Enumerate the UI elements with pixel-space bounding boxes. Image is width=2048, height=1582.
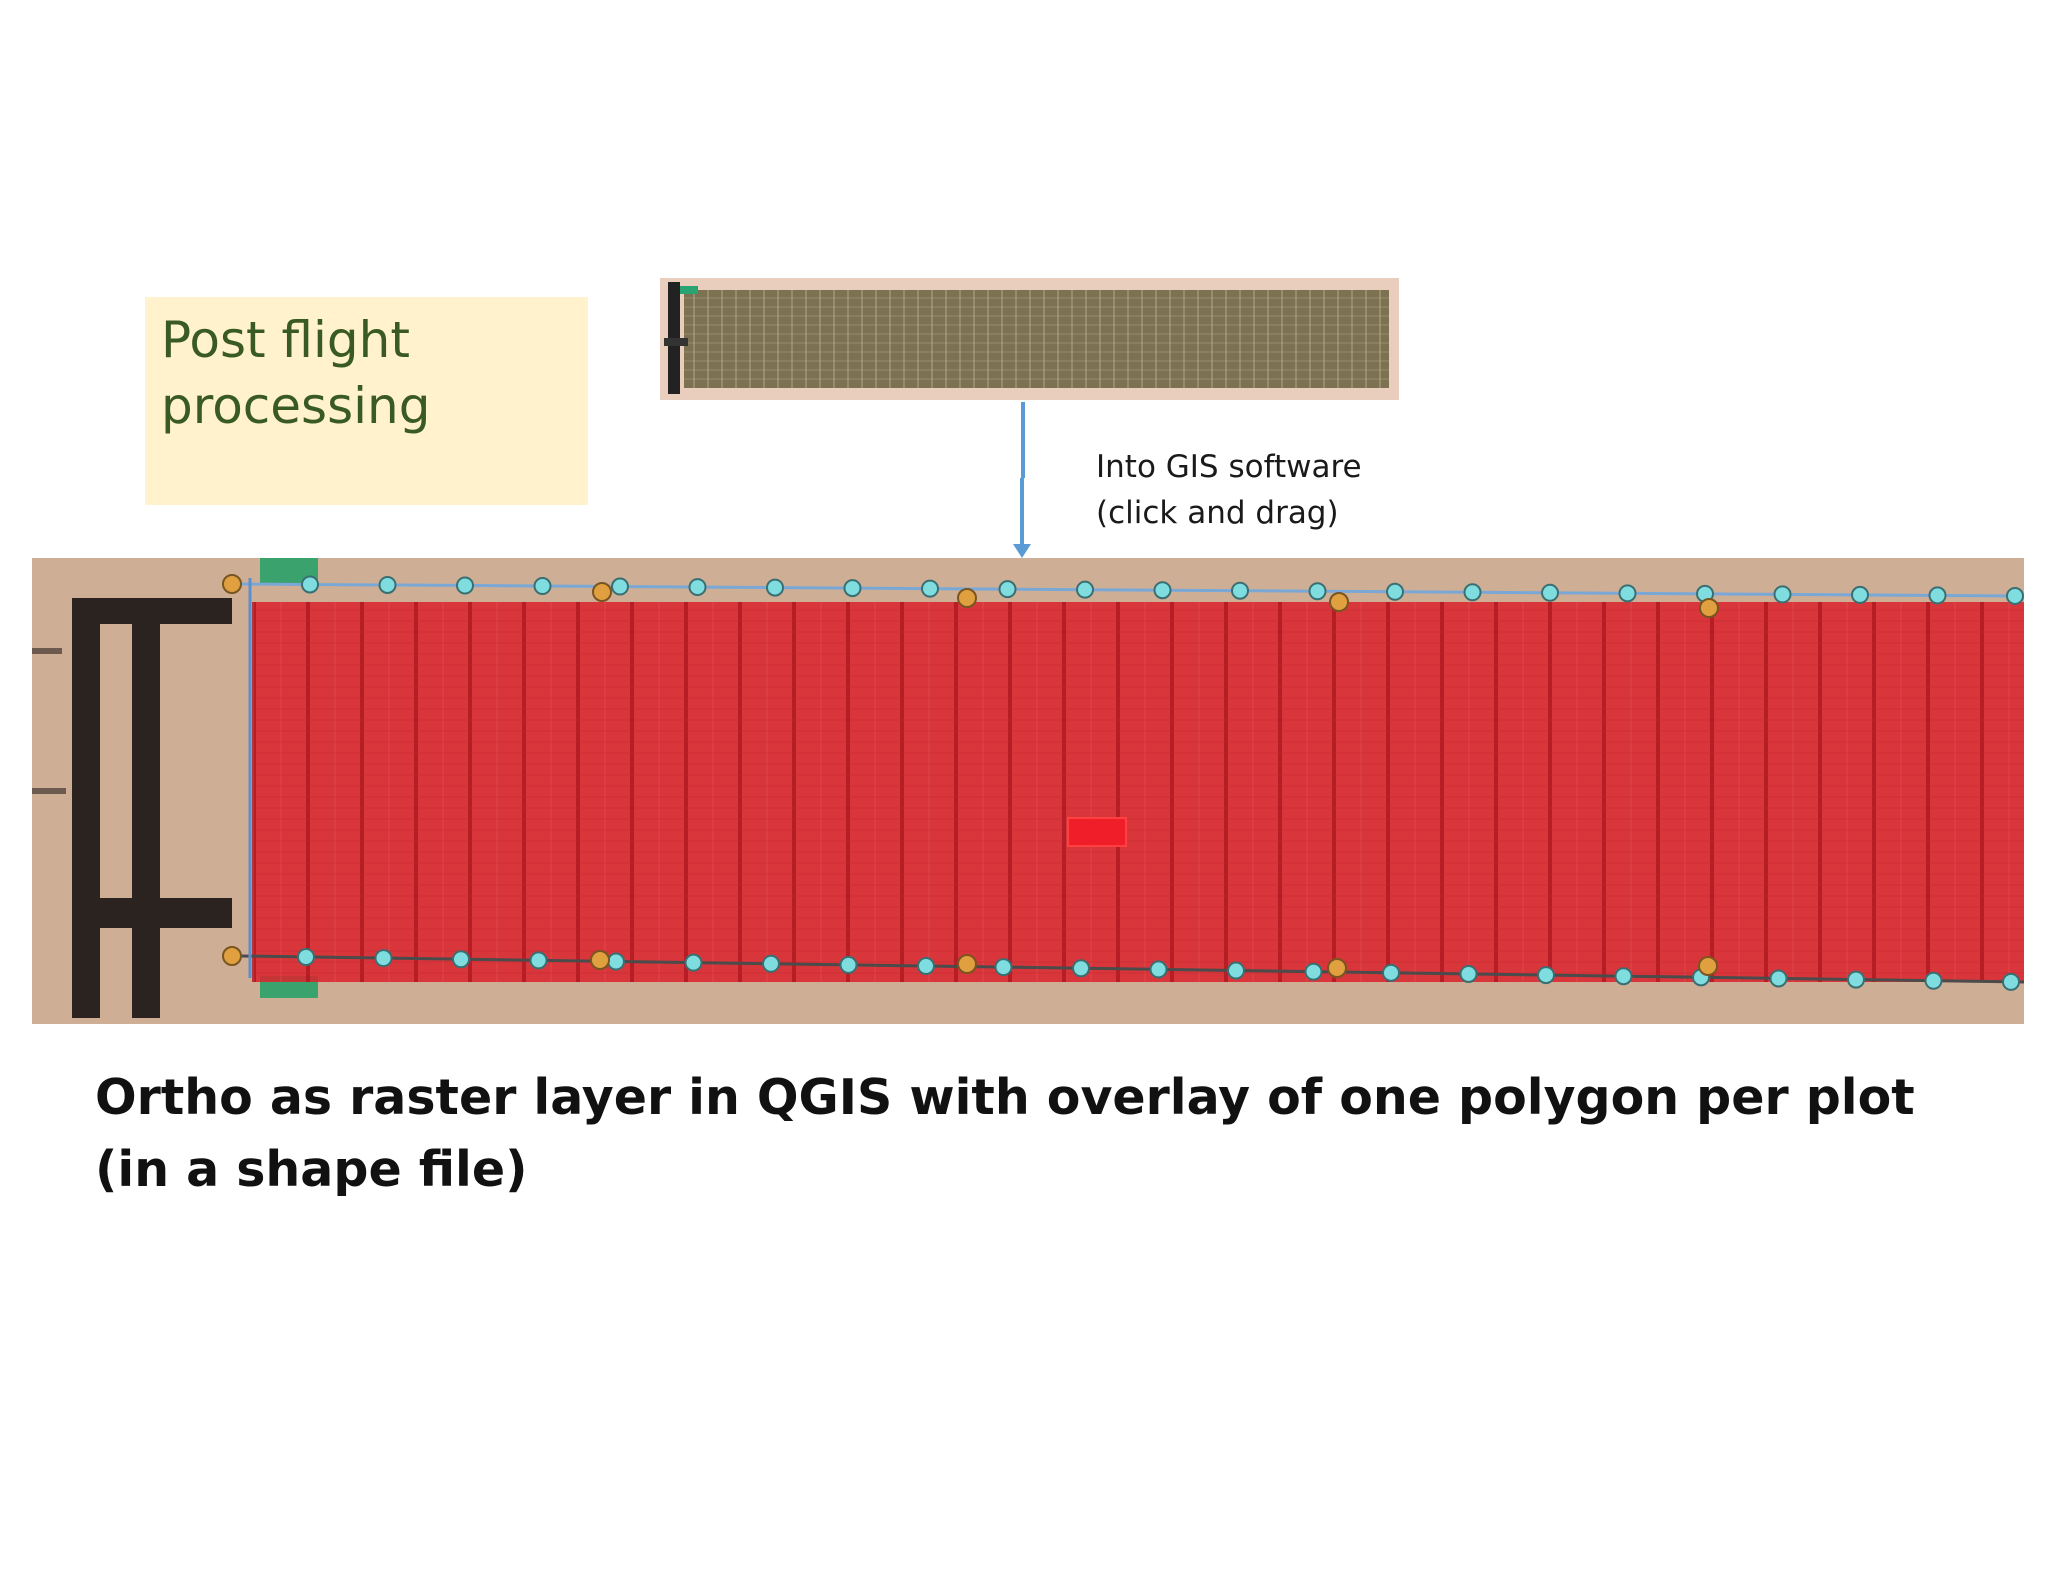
arrow-down-icon	[1013, 402, 1031, 558]
slide-caption: Ortho as raster layer in QGIS with overl…	[95, 1069, 1915, 1198]
orthomosaic-thumbnail	[660, 278, 1399, 400]
qgis-map-canvas	[32, 558, 2024, 1024]
title-box: Post flight processing	[145, 297, 588, 505]
arrow-note: Into GIS software (click and drag)	[1096, 449, 1362, 531]
selected-plot	[1067, 817, 1127, 847]
vertex-markers	[222, 574, 2024, 991]
plot-polygons	[254, 602, 2024, 982]
slide-title: Post flight processing	[161, 311, 431, 435]
plot-grid	[252, 602, 2024, 982]
